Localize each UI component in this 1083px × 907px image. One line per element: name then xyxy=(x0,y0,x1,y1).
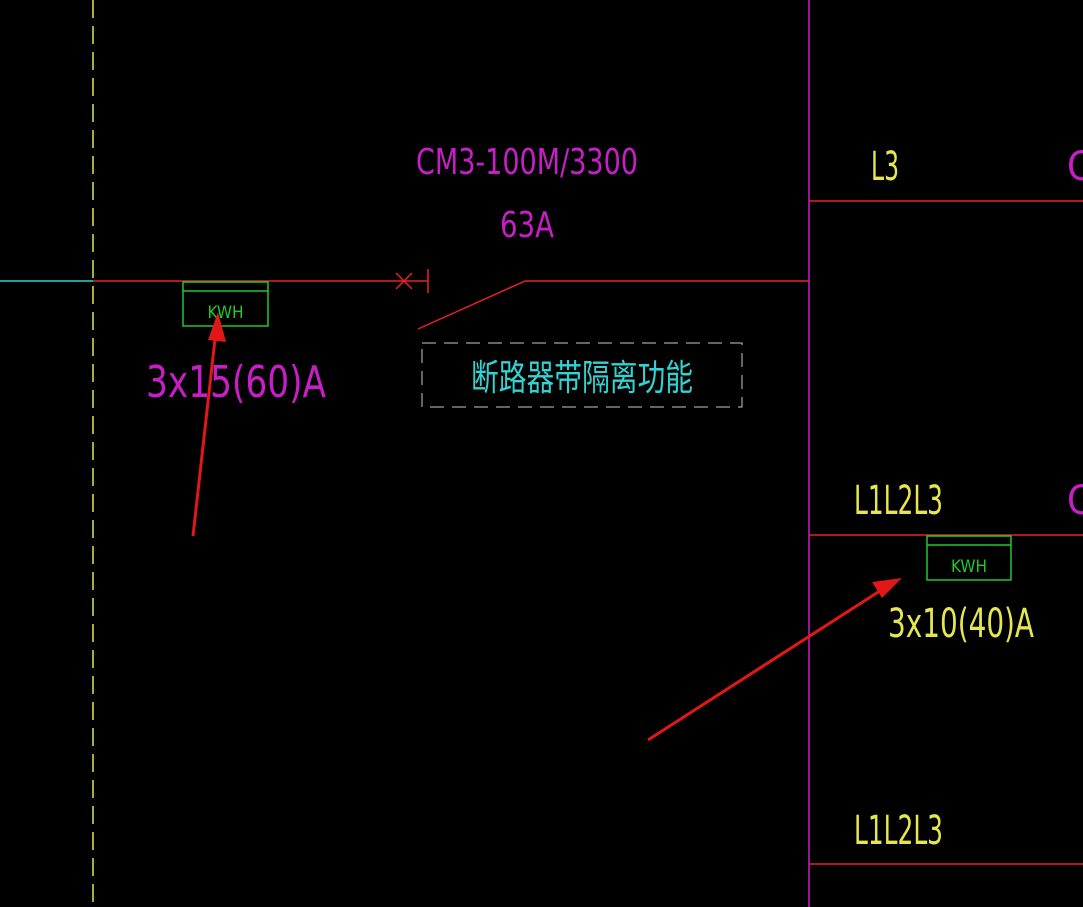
breaker-note-text: 断路器带隔离功能 xyxy=(471,358,693,399)
partial-label-top: C xyxy=(1067,144,1083,190)
breaker-rating-text: 63A xyxy=(500,205,554,246)
branch-meter-label: KWH xyxy=(951,557,987,577)
annotation-arrow-main-meter xyxy=(191,312,226,537)
main-kwh-meter: KWH xyxy=(182,281,269,327)
branch-kwh-meter: KWH xyxy=(926,535,1012,581)
breaker-symbol xyxy=(395,269,526,330)
main-meter-rating: 3x15(60)A xyxy=(146,357,326,408)
breaker-note-box xyxy=(421,342,743,408)
main-meter-label: KWH xyxy=(207,303,243,323)
phase-label-bottom: L1L2L3 xyxy=(854,808,943,854)
branch-meter-rating: 3x10(40)A xyxy=(888,601,1034,647)
partial-label-middle: C xyxy=(1067,478,1083,524)
phase-label-top: L3 xyxy=(871,144,899,190)
annotation-arrow-branch-meter xyxy=(647,578,902,742)
breaker-model-text: CM3-100M/3300 xyxy=(416,142,638,183)
phase-label-middle: L1L2L3 xyxy=(854,478,943,524)
